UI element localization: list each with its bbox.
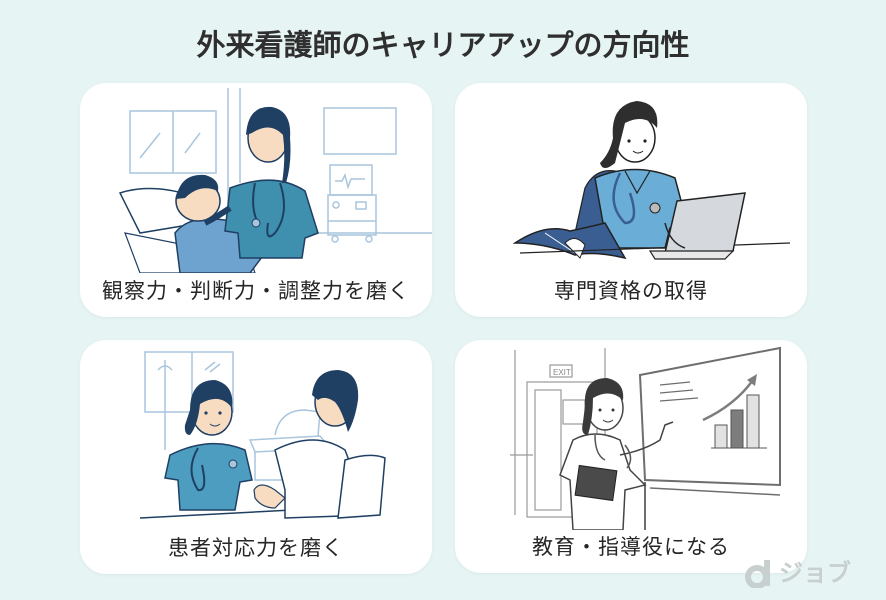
card-label: 専門資格の取得	[554, 279, 708, 303]
card-label: 教育・指導役になる	[532, 535, 730, 559]
card-patient-communication: 患者対応力を磨く	[80, 340, 432, 574]
card-observation-skills: 観察力・判断力・調整力を磨く	[80, 83, 432, 317]
page-title: 外来看護師のキャリアアップの方向性	[196, 28, 690, 62]
nurse-presenting-illustration: EXIT	[510, 346, 781, 530]
nurse-studying-illustration	[512, 101, 791, 260]
svg-text:EXIT: EXIT	[553, 368, 571, 377]
nurse-patient-conversation-illustration	[139, 351, 386, 519]
card-education-instructor: EXIT 教育・指導	[455, 340, 807, 573]
card-label: 患者対応力を磨く	[168, 536, 344, 560]
d-letter-icon	[745, 560, 770, 588]
card-specialist-qualification: 専門資格の取得	[455, 83, 807, 317]
card-label: 観察力・判断力・調整力を磨く	[102, 279, 410, 303]
d-job-logo: ジョブ	[745, 552, 851, 588]
logo-text: ジョブ	[779, 559, 851, 587]
nurse-attending-patient-illustration	[118, 88, 432, 273]
